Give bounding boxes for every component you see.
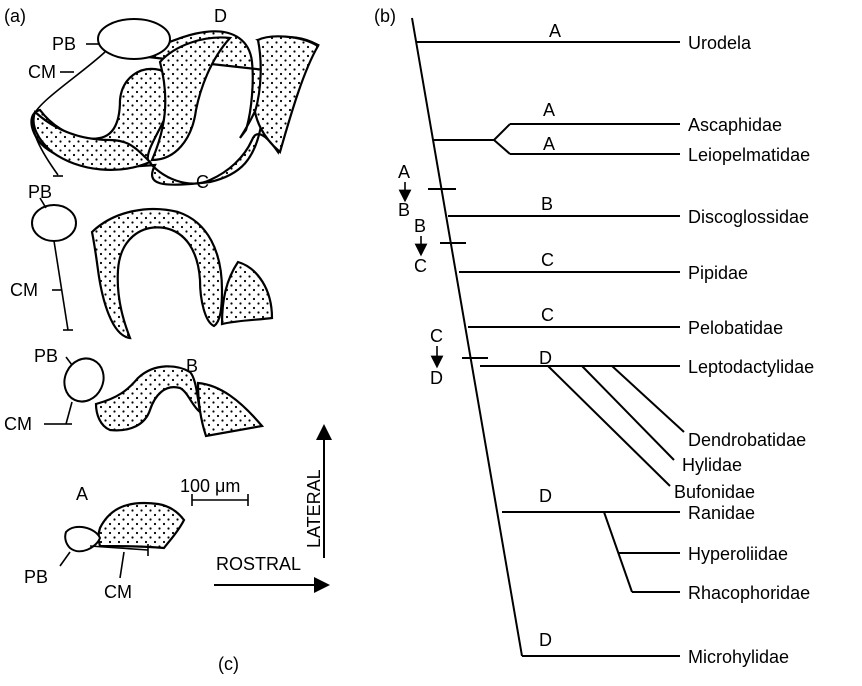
- taxon-bufonidae: Bufonidae: [674, 482, 755, 502]
- state-discoglossidae: B: [541, 194, 553, 214]
- taxon-dendrobatidae: Dendrobatidae: [688, 430, 806, 450]
- stage-b-pb-label: PB: [34, 346, 58, 366]
- stage-c-letter: C: [196, 172, 209, 192]
- stage-d-cm-label: CM: [28, 62, 56, 82]
- taxon-urodela: Urodela: [688, 33, 752, 53]
- transition-ab-from: A: [398, 162, 410, 182]
- stage-a-pb: [65, 527, 100, 551]
- stage-c-pb: [32, 205, 76, 241]
- state-leptodactylidae: D: [539, 348, 552, 368]
- taxon-pipidae: Pipidae: [688, 263, 748, 283]
- taxon-discoglossidae: Discoglossidae: [688, 207, 809, 227]
- state-ranidae: D: [539, 486, 552, 506]
- lateral-label: LATERAL: [304, 469, 324, 548]
- stage-a-letter: A: [76, 484, 88, 504]
- taxon-pelobatidae: Pelobatidae: [688, 318, 783, 338]
- stage-c-cm-label: CM: [10, 280, 38, 300]
- rostral-label: ROSTRAL: [216, 554, 301, 574]
- taxon-microhylidae: Microhylidae: [688, 647, 789, 667]
- state-urodela: A: [549, 21, 561, 41]
- stage-d-letter: D: [214, 6, 227, 26]
- transition-ab-to: B: [398, 200, 410, 220]
- stage-b-cm-line: [66, 402, 72, 424]
- stage-b-drawing: [57, 352, 262, 436]
- state-pipidae: C: [541, 250, 554, 270]
- state-microhylidae: D: [539, 630, 552, 650]
- taxon-hyperoliidae: Hyperoliidae: [688, 544, 788, 564]
- panel-b-label: (b): [374, 6, 396, 26]
- state-leiopelmatidae: A: [543, 134, 555, 154]
- stage-a-drawing: [65, 503, 184, 556]
- branch-bufonidae: [548, 366, 670, 486]
- branch-dendrobatidae: [612, 366, 684, 432]
- state-pelobatidae: C: [541, 305, 554, 325]
- stage-a-pb-label: PB: [24, 567, 48, 587]
- stage-c-drawing: [32, 198, 272, 338]
- stage-c-pb-label: PB: [28, 182, 52, 202]
- transition-a-b: A B: [398, 162, 410, 220]
- stage-c-cm-line: [54, 241, 68, 330]
- main-stem: [412, 18, 522, 656]
- stage-a-organ: [99, 503, 185, 548]
- transition-bc-from: B: [414, 216, 426, 236]
- stage-b-cm-label: CM: [4, 414, 32, 434]
- taxon-ranidae: Ranidae: [688, 503, 755, 523]
- stage-b-pb: [57, 352, 110, 408]
- taxon-leiopelmatidae: Leiopelmatidae: [688, 145, 810, 165]
- transition-c-d: C D: [430, 326, 443, 388]
- transition-bc-to: C: [414, 256, 427, 276]
- transition-cd-to: D: [430, 368, 443, 388]
- stage-c-organ: [92, 209, 222, 338]
- panel-c-label: (c): [218, 654, 239, 674]
- stage-a-cm-label: CM: [104, 582, 132, 602]
- panel-a-label: (a): [4, 6, 26, 26]
- taxon-leptodactylidae: Leptodactylidae: [688, 357, 814, 377]
- stage-b-organ: [96, 366, 200, 430]
- state-ascaphidae: A: [543, 100, 555, 120]
- taxon-rhacophoridae: Rhacophoridae: [688, 583, 810, 603]
- stage-b-letter: B: [186, 356, 198, 376]
- transition-b-c: B C: [414, 216, 427, 276]
- transition-cd-from: C: [430, 326, 443, 346]
- scale-bar-label: 100 μm: [180, 476, 240, 496]
- stage-d-pb-label: PB: [52, 34, 76, 54]
- taxon-ascaphidae: Ascaphidae: [688, 115, 782, 135]
- stage-d-pb: [98, 19, 170, 59]
- taxon-hylidae: Hylidae: [682, 455, 742, 475]
